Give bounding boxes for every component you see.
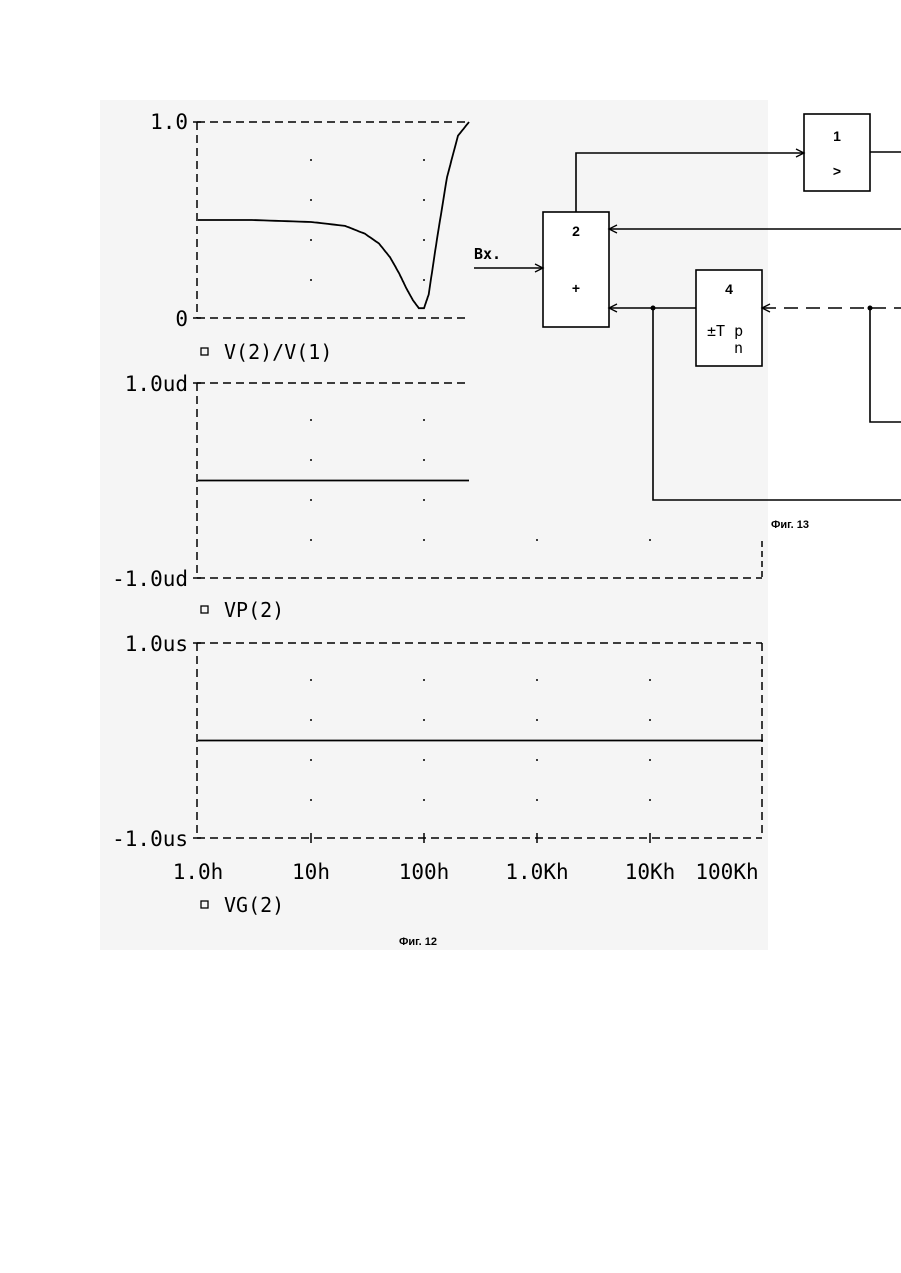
input-label: Вх. bbox=[474, 245, 501, 263]
figure-13-caption: Фиг. 13 bbox=[771, 519, 809, 531]
xtick-label-10h: 10h bbox=[292, 860, 330, 884]
bottom-loop-line bbox=[653, 308, 901, 500]
chart-phase: 1.0ud -1.0ud VP(2) bbox=[112, 372, 762, 622]
xtick-label-1kh: 1.0Kh bbox=[505, 860, 568, 884]
block-diagram: 1 > 2 + Вх. 4 ±T p n Фиг. 13 bbox=[474, 114, 901, 531]
figure-12-caption: Фиг. 12 bbox=[399, 936, 437, 948]
block-4-formula: ±T p bbox=[707, 322, 743, 340]
chart-magnitude: 1.0 0 V(2)/V(1) bbox=[150, 110, 469, 364]
xtick-label-10kh: 10Kh bbox=[625, 860, 676, 884]
right-loop-line bbox=[870, 308, 901, 422]
chart2-ytick-bottom: -1.0ud bbox=[112, 567, 188, 591]
chart3-legend-marker bbox=[201, 901, 208, 908]
xtick-label-1h: 1.0h bbox=[173, 860, 224, 884]
block-4-subscript: n bbox=[734, 339, 743, 357]
link-2-to-1 bbox=[576, 153, 804, 212]
chart1-grid-dots bbox=[310, 159, 425, 281]
block-2-symbol: + bbox=[572, 280, 580, 296]
chart2-ytick-top: 1.0ud bbox=[125, 372, 188, 396]
block-4-number: 4 bbox=[725, 281, 733, 297]
chart-group-delay: 1.0us -1.0us 1.0h 10h 100h 1.0Kh 10Kh 10… bbox=[112, 632, 763, 917]
chart2-legend-marker bbox=[201, 606, 208, 613]
chart1-ytick-bottom: 0 bbox=[175, 307, 188, 331]
block-1-symbol: > bbox=[833, 163, 841, 179]
block-1 bbox=[804, 114, 870, 191]
block-2-number: 2 bbox=[572, 223, 580, 239]
xtick-label-100kh: 100Kh bbox=[695, 860, 758, 884]
chart1-legend-marker bbox=[201, 348, 208, 355]
block-1-number: 1 bbox=[833, 128, 841, 144]
chart1-ytick-top: 1.0 bbox=[150, 110, 188, 134]
chart1-legend-label: V(2)/V(1) bbox=[224, 340, 332, 364]
chart1-series-line bbox=[198, 122, 469, 308]
chart3-ytick-top: 1.0us bbox=[125, 632, 188, 656]
chart3-xticks-marks bbox=[311, 833, 650, 843]
xtick-label-100h: 100h bbox=[399, 860, 450, 884]
chart3-legend-label: VG(2) bbox=[224, 893, 284, 917]
chart3-ytick-bottom: -1.0us bbox=[112, 827, 188, 851]
chart2-legend-label: VP(2) bbox=[224, 598, 284, 622]
